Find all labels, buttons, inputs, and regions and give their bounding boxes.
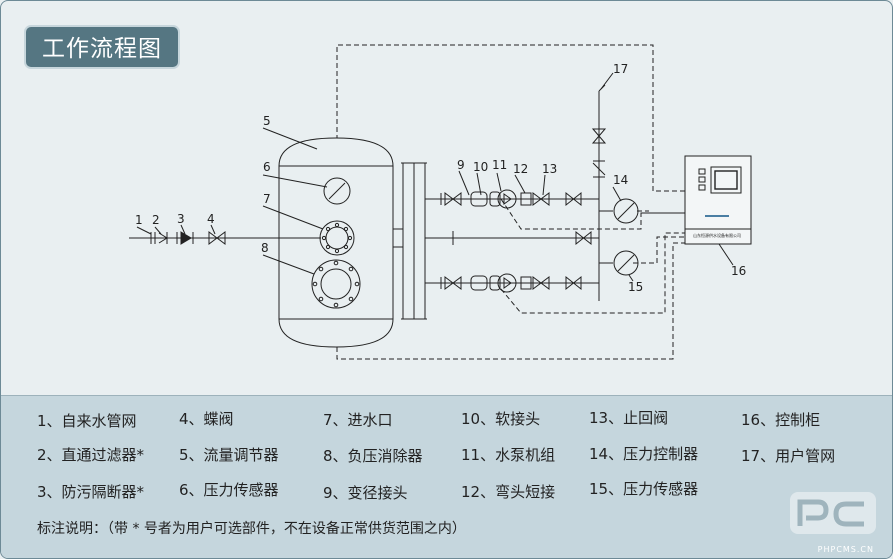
callout-4: 4 xyxy=(207,212,215,226)
legend-item-1: 1、自来水管网 xyxy=(37,412,137,430)
callout-10: 10 xyxy=(473,160,488,174)
legend-item-13: 13、止回阀 xyxy=(589,409,669,427)
legend-item-17: 17、用户管网 xyxy=(741,447,836,465)
tank xyxy=(278,137,394,348)
watermark-text: PHPCMS.CN xyxy=(817,545,874,554)
legend-panel: 1、自来水管网 2、直通过滤器* 3、防污隔断器* 4、蝶阀 5、流量调节器 6… xyxy=(1,395,892,558)
legend-item-4: 4、蝶阀 xyxy=(179,410,234,428)
callout-15: 15 xyxy=(628,280,643,294)
callout-5: 5 xyxy=(263,114,271,128)
callout-17: 17 xyxy=(613,62,628,76)
pump-line-bottom xyxy=(425,273,599,293)
callout-7: 7 xyxy=(263,192,271,206)
callout-3: 3 xyxy=(177,212,185,226)
legend-item-16: 16、控制柜 xyxy=(741,411,821,429)
pressure-gauge-6 xyxy=(323,177,351,205)
legend-item-15: 15、压力传感器 xyxy=(589,480,699,498)
callout-8: 8 xyxy=(261,241,269,255)
leader-lines xyxy=(136,72,734,282)
inlet-flange-7 xyxy=(319,220,355,256)
legend-item-9: 9、变径接头 xyxy=(323,484,408,502)
legend-item-3: 3、防污隔断器* xyxy=(37,483,145,501)
flow-diagram: 1 2 3 4 5 6 7 8 9 10 11 12 13 14 15 16 1… xyxy=(129,44,752,360)
pressure-controller-14 xyxy=(613,198,639,224)
callout-6: 6 xyxy=(263,160,271,174)
callout-11: 11 xyxy=(492,158,507,172)
callout-12: 12 xyxy=(513,162,528,176)
pump-line-top xyxy=(425,189,599,209)
legend-item-6: 6、压力传感器 xyxy=(179,481,279,499)
callout-9: 9 xyxy=(457,158,465,172)
callout-1: 1 xyxy=(135,213,143,227)
signal-lines xyxy=(336,44,685,360)
callout-16: 16 xyxy=(731,264,746,278)
vacuum-eliminator-8 xyxy=(311,259,361,309)
callout-14: 14 xyxy=(613,173,628,187)
riser xyxy=(591,84,613,301)
cabinet-text: 山东恒源供水设备有限公司 xyxy=(693,232,741,238)
legend-item-14: 14、压力控制器 xyxy=(589,445,699,463)
legend-item-10: 10、软接头 xyxy=(461,410,541,428)
page-title: 工作流程图 xyxy=(24,25,180,69)
legend-item-8: 8、负压消除器 xyxy=(323,447,423,465)
watermark-logo xyxy=(790,492,876,534)
callout-13: 13 xyxy=(542,162,557,176)
legend-item-11: 11、水泵机组 xyxy=(461,446,556,464)
outlet-header xyxy=(393,162,427,320)
inlet-pipe xyxy=(129,231,321,245)
legend-note: 标注说明：（带 * 号者为用户可选部件，不在设备正常供货范围之内） xyxy=(37,521,466,537)
pressure-sensor-15 xyxy=(613,250,639,276)
control-cabinet xyxy=(684,155,752,245)
callout-2: 2 xyxy=(152,213,160,227)
legend-item-12: 12、弯头短接 xyxy=(461,483,556,501)
legend-item-2: 2、直通过滤器* xyxy=(37,446,145,464)
legend-item-5: 5、流量调节器 xyxy=(179,446,279,464)
legend-item-7: 7、进水口 xyxy=(323,411,393,429)
bypass-line xyxy=(425,230,599,246)
